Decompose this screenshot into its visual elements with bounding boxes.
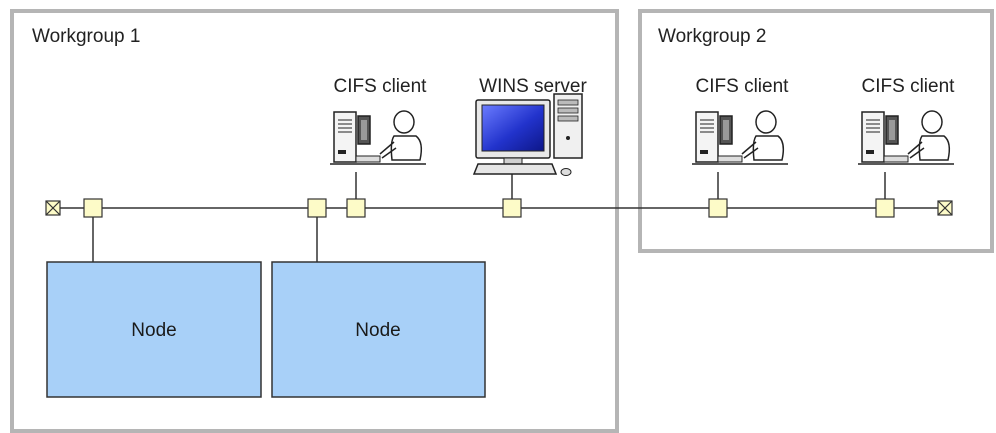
cifs-client-1-icon xyxy=(329,110,427,165)
cifs-client-3-label: CIFS client xyxy=(862,76,956,97)
wins-server-label: WINS server xyxy=(479,76,587,97)
connector-cifs-client-3 xyxy=(875,198,895,218)
wins-server-icon xyxy=(473,93,583,177)
workgroup-2-label: Workgroup 2 xyxy=(658,26,766,47)
connector-cifs-client-2 xyxy=(708,198,728,218)
connector-node-2 xyxy=(307,198,327,218)
bus-terminator-right xyxy=(937,200,953,216)
node-1: Node xyxy=(46,261,262,398)
workgroup-1-boundary xyxy=(10,9,619,433)
connector-node-1 xyxy=(83,198,103,218)
cifs-client-1-label: CIFS client xyxy=(334,76,428,97)
cifs-client-2-icon xyxy=(691,110,789,165)
cifs-client-2-label: CIFS client xyxy=(696,76,790,97)
node-2: Node xyxy=(271,261,486,398)
bus-terminator-left xyxy=(45,200,61,216)
cifs-client-3-icon xyxy=(857,110,955,165)
workgroup-1-label: Workgroup 1 xyxy=(32,26,140,47)
workgroup-2-boundary xyxy=(638,9,994,253)
node-1-label: Node xyxy=(131,320,176,341)
node-2-label: Node xyxy=(355,320,400,341)
connector-cifs-client-1 xyxy=(346,198,366,218)
connector-wins-server xyxy=(502,198,522,218)
